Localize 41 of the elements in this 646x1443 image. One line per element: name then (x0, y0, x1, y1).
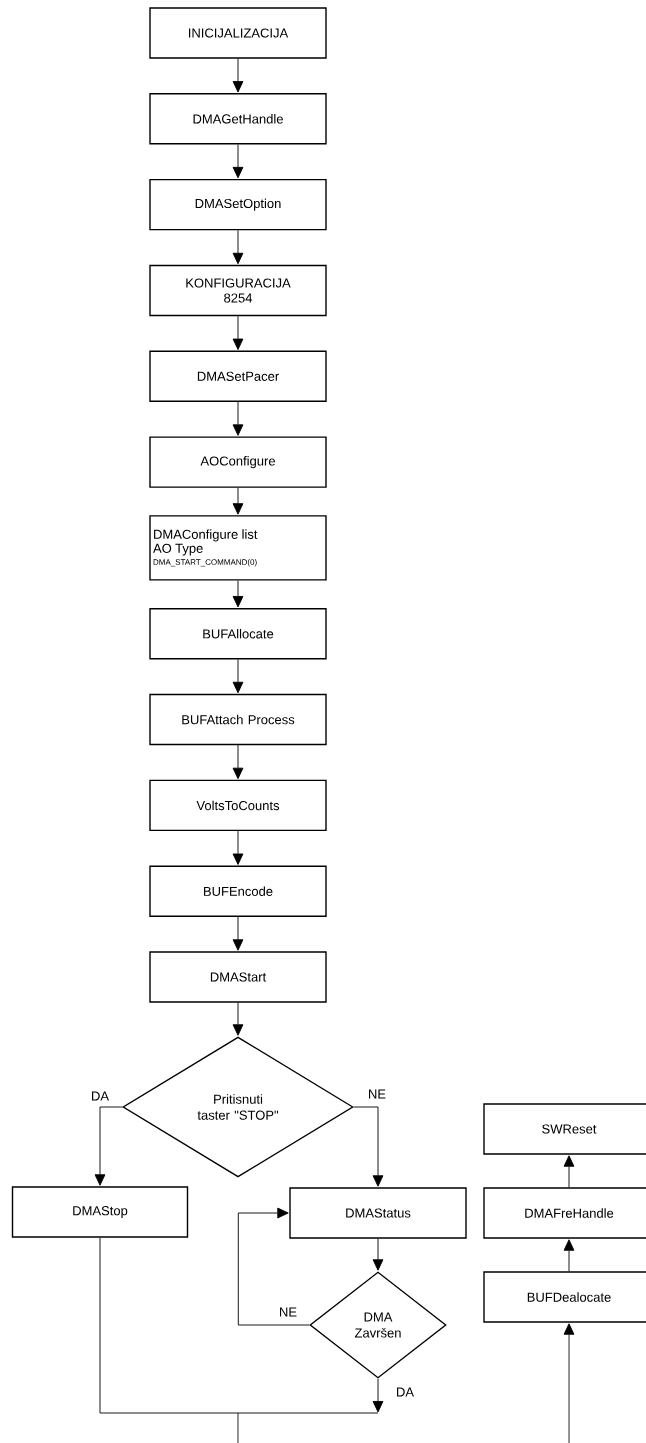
arrow (232, 658, 244, 694)
arrow (232, 144, 244, 179)
arrow (232, 401, 244, 436)
process-box: DMAGetHandle (149, 93, 327, 145)
arrow (232, 580, 244, 608)
arrow (232, 229, 244, 265)
process-box: INICIJALIZACIJA (149, 7, 327, 59)
process-box: DMAStop (11, 1186, 189, 1238)
process-box: DMAFreHandle (483, 1187, 646, 1239)
edge-label: DA (394, 1386, 416, 1398)
arrow (232, 315, 244, 350)
arrow (232, 744, 244, 780)
arrow (372, 1238, 384, 1271)
process-box: BUFEncode (149, 865, 327, 917)
process-box: DMAConfigure list AO Type DMA_START_COMMAND(0) (149, 515, 327, 581)
arrow (232, 487, 244, 515)
arrow (372, 1378, 384, 1413)
arrow (563, 1239, 575, 1272)
arrow (232, 916, 244, 951)
process-box: BUFDealocate (483, 1271, 646, 1323)
arrow (563, 1155, 575, 1188)
process-box: DMAStatus (289, 1187, 467, 1239)
process-box: AOConfigure (149, 436, 327, 488)
arrow (563, 1323, 575, 1443)
edge-label: NE (277, 1306, 299, 1318)
process-box: VoltsToCounts (149, 779, 327, 832)
process-box: DMAStart (149, 951, 327, 1003)
process-box: DMASetPacer (149, 350, 327, 402)
process-box: DMASetOption (149, 178, 327, 231)
edge-label: DA (89, 1090, 111, 1102)
arrow (353, 1106, 384, 1187)
arrow (237, 1207, 310, 1326)
process-box: BUFAttach Process (149, 693, 327, 746)
arrow (232, 1002, 244, 1036)
process-box: SWReset (483, 1103, 646, 1155)
arrow (232, 58, 244, 93)
edge-label: NE (366, 1088, 388, 1100)
arrow (94, 1106, 123, 1186)
process-box: BUFAllocate (149, 608, 327, 660)
process-box: KONFIGURACIJA 8254 (149, 264, 327, 317)
arrow (232, 830, 244, 865)
